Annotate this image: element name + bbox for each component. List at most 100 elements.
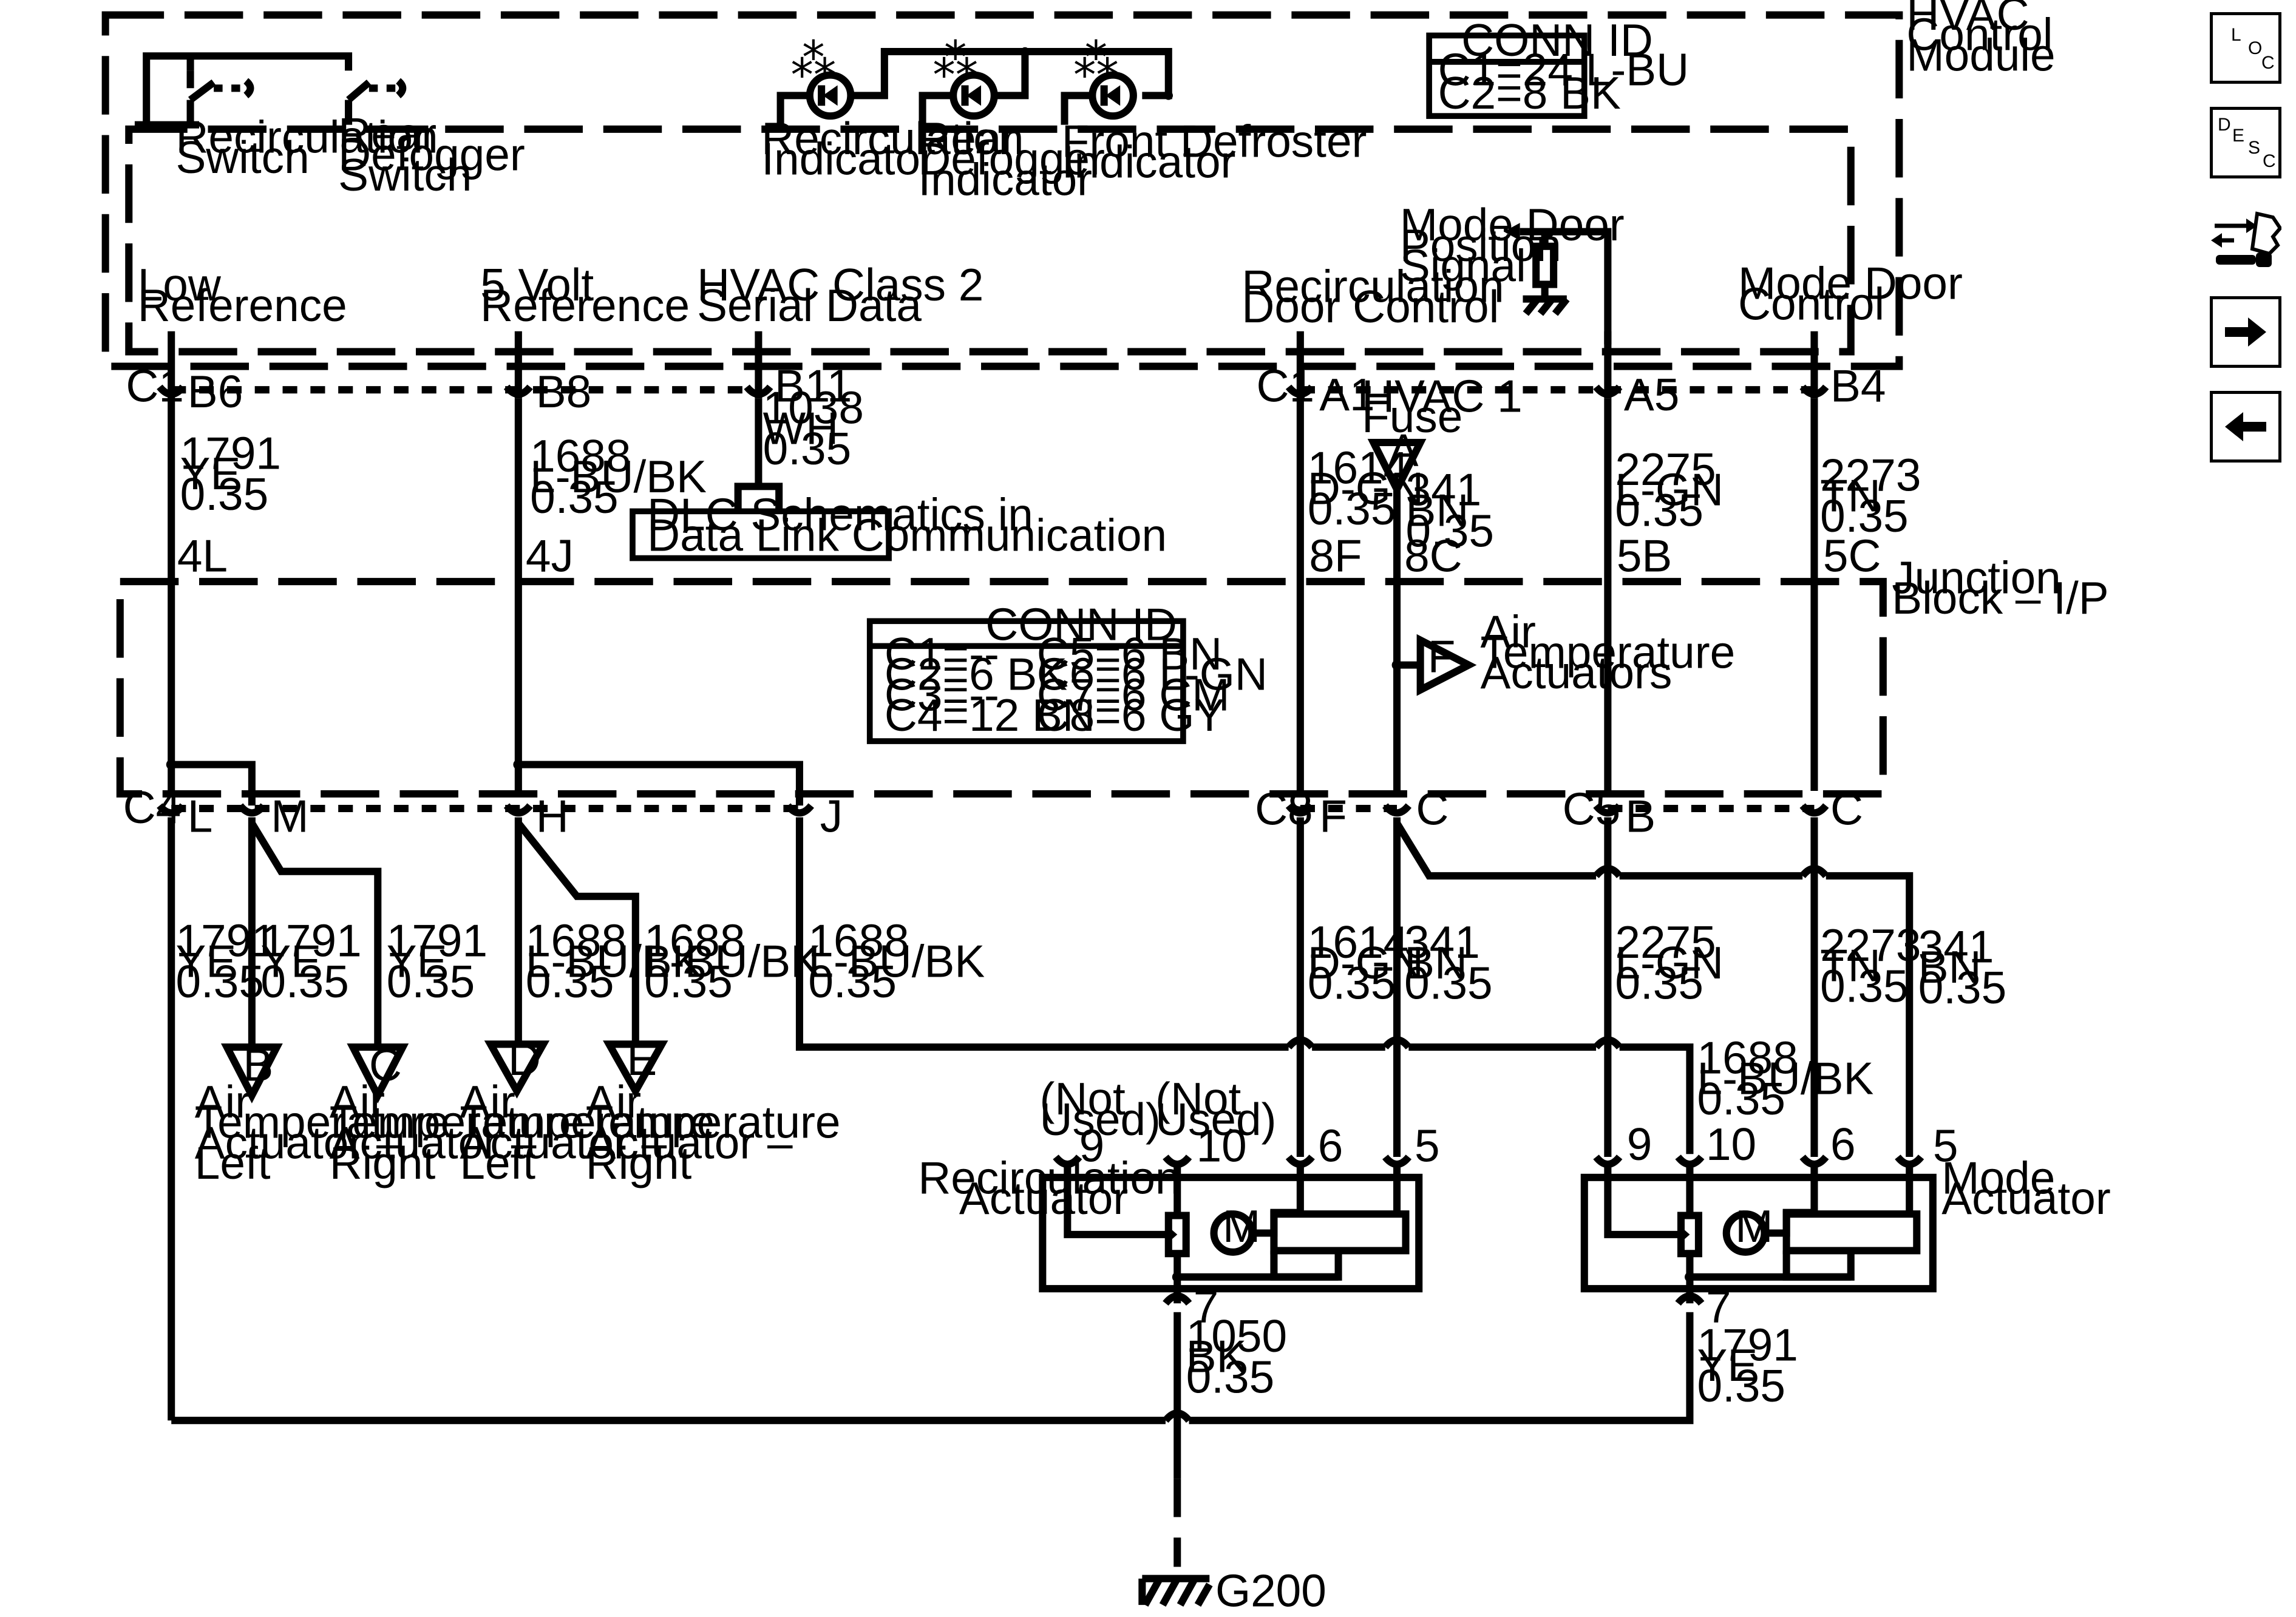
front-defroster-indicator-label-1: Front Defroster: [1062, 116, 1367, 167]
lower-pin-c-a: C: [1416, 784, 1449, 835]
lw5-1: 1688: [644, 915, 745, 966]
junction-block-label-1: Junction: [1892, 552, 2060, 603]
air-temp-actuators-offpage-f: [1391, 634, 1477, 696]
front-defroster-indicator-label-2: Indicator: [1062, 136, 1236, 187]
recirculation-switch-symbol: [134, 52, 353, 129]
recirc-actuator-label-1: Recirculation: [918, 1152, 1180, 1203]
lw2-1: 1791: [260, 915, 361, 966]
c1-pin-sockets: [157, 384, 1829, 398]
connector-tool-button[interactable]: [2210, 202, 2281, 273]
hvac-module-label-1: HVAC: [1906, 0, 2029, 39]
mode-actuator-pin-10: 10: [1706, 1119, 1756, 1170]
dlc-schematics-box: DLC Schematics in Data Link Communicatio…: [630, 489, 1167, 561]
dlc-label-1: DLC Schematics in: [647, 489, 1033, 540]
lw10-1: 2273: [1820, 920, 1921, 971]
fuse-label-2: Fuse: [1362, 391, 1462, 442]
jb-conn-id-c3: C3=--: [885, 669, 999, 720]
lw4-1: 1688: [526, 915, 627, 966]
gnd-1791-1: 1791: [1697, 1319, 1798, 1370]
wire-2273-top-3: 0.35: [1820, 490, 1909, 541]
wire-2275-top-1: 2275: [1615, 444, 1716, 495]
junction-pin-5c: 5C: [1823, 530, 1881, 581]
recirc-actuator-pin-7: 7: [1194, 1281, 1219, 1332]
lower-pin-l: L: [188, 791, 213, 842]
recirc-actuator-pin-9: 9: [1079, 1120, 1105, 1171]
recirc-actuator-motor: M: [1223, 1201, 1260, 1252]
lw9-1: 2275: [1615, 917, 1716, 968]
5v-reference-label-2: Reference: [480, 280, 690, 331]
mode-actuator-pin-9: 9: [1627, 1119, 1652, 1170]
recirc-not-used-10-2: Used): [1155, 1094, 1276, 1145]
recirculation-indicator-led-icon: ⁂: [790, 35, 855, 120]
mode-actuator-motor: M: [1735, 1201, 1773, 1252]
mode-actuator-pin-6: 6: [1830, 1119, 1856, 1170]
jb-conn-id-c1: C1=--: [885, 628, 999, 679]
lw8-3: 0.35: [1404, 958, 1493, 1009]
offpage-d-tag: D: [508, 1034, 541, 1085]
air-temp-f-label-2: Temperature: [1481, 626, 1736, 677]
mode-1688-3: 0.35: [1697, 1073, 1785, 1124]
lw6-3: 0.35: [808, 956, 897, 1007]
connector-tool-icon: [2211, 211, 2281, 267]
recirc-not-used-10-1: (Not: [1155, 1073, 1241, 1124]
offpage-d-label-1: Air: [460, 1076, 515, 1127]
lw9-2: L-GN: [1615, 937, 1724, 988]
offpage-connector-c: C Air Temperature Actuator – Right: [330, 1040, 585, 1189]
wire-2273-top-2: TN: [1820, 470, 1881, 521]
c1-left-label: C1: [126, 360, 184, 411]
class2-serial-data-label-1: HVAC Class 2: [697, 259, 983, 310]
offpage-e-label-3: Actuator –: [586, 1117, 793, 1168]
wire-1688-top-2: L-BU/BK: [530, 451, 707, 502]
wire-1688-top-1: 1688: [530, 430, 631, 481]
lower-c5-label: C5: [1563, 784, 1621, 835]
wire-1688-top-3: 0.35: [530, 472, 619, 523]
loc-letter-l: L: [2231, 25, 2241, 45]
mode-door-signal-label-1: Mode Door: [1400, 199, 1625, 250]
ground-wiring: [171, 1312, 1694, 1607]
junction-pin-8c: 8C: [1404, 530, 1462, 581]
lw3-1: 1791: [387, 915, 487, 966]
hvac-module-label-2: Control: [1906, 9, 2053, 60]
recirculation-switch-label-2: Switch: [175, 132, 309, 183]
hvac1-fuse-offpage: [1367, 438, 1427, 792]
front-defroster-indicator-led-icon: ⁂: [1073, 35, 1137, 120]
svg-text:⁂: ⁂: [932, 35, 978, 86]
lower-pin-h: H: [536, 791, 569, 842]
lw6-1: 1688: [808, 915, 909, 966]
desc-button[interactable]: D E S C: [2210, 107, 2281, 178]
lower-c8-label: C8: [1255, 784, 1313, 835]
lw8-2: BN: [1404, 937, 1467, 988]
lower-pin-j: J: [820, 791, 843, 842]
air-temp-f-label-1: Air: [1481, 606, 1536, 657]
rear-defogger-switch-label-1: Rear: [338, 109, 436, 160]
next-page-button[interactable]: [2210, 296, 2281, 368]
mode-1688-2: L-BU/BK: [1697, 1053, 1873, 1103]
wire-1614-top-3: 0.35: [1308, 483, 1396, 534]
mode-actuator: [1580, 1154, 1937, 1306]
junction-block-label-2: Block – I/P: [1892, 572, 2108, 623]
gnd-1791-2: YE: [1697, 1340, 1758, 1391]
offpage-e-label-1: Air: [586, 1076, 641, 1127]
offpage-e-label-4: Right: [586, 1137, 692, 1188]
mode-door-position-signal-symbol: [1504, 223, 1612, 345]
mode-actuator-pin-5: 5: [1933, 1120, 1958, 1171]
jb-conn-id-c7: C7=6 CM: [1037, 669, 1230, 720]
recirc-actuator-pin-6: 6: [1318, 1120, 1343, 1171]
lw2-3: 0.35: [260, 956, 349, 1007]
lw7-2: D-GN: [1308, 937, 1424, 988]
previous-arrow-icon: [2225, 412, 2266, 441]
c1-pin-a5: A5: [1624, 369, 1679, 420]
wire-1791-top-1: 1791: [180, 427, 281, 478]
lw6-2: L-BU/BK: [808, 935, 985, 986]
recirc-actuator-pin-5: 5: [1415, 1120, 1440, 1171]
rear-defogger-switch-label-2: Defogger: [338, 129, 525, 180]
loc-button[interactable]: L O C: [2210, 12, 2281, 84]
rear-defogger-indicator-led-icon: ⁂: [932, 35, 998, 120]
wire-2275-top-2: L-GN: [1615, 464, 1724, 515]
previous-page-button[interactable]: [2210, 391, 2281, 463]
offpage-connector-d: D Air Temperature Actuator – Left: [460, 1034, 715, 1188]
jb-conn-id-c6: C6=6 L-GN: [1037, 649, 1268, 700]
lw8-1: 341: [1404, 917, 1480, 968]
gnd-1791-3: 0.35: [1697, 1360, 1785, 1411]
